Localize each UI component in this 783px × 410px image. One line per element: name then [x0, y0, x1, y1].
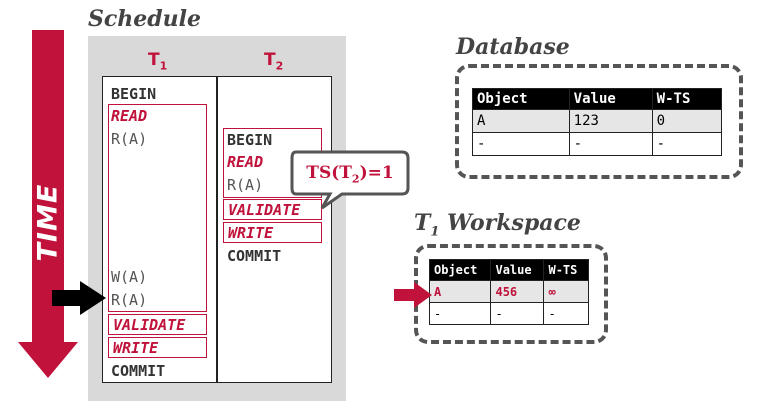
t2-validate-phase-label: VALIDATE	[228, 201, 301, 219]
t1-read-a: R(A)	[111, 130, 148, 148]
workspace-col-value: Value	[490, 259, 545, 281]
current-step-arrow-shaft	[52, 290, 82, 306]
database-cell-wts: -	[651, 132, 723, 156]
database-cell-value: 123	[568, 109, 653, 133]
database-cell-value: -	[568, 132, 653, 156]
t1-validate-phase-box	[108, 314, 207, 335]
t2-header: T2	[264, 50, 284, 73]
time-arrow-head	[18, 342, 78, 378]
database-header-row: Object Value W-TS	[472, 88, 723, 110]
t1-read-phase-label: READ	[111, 107, 148, 125]
t1-write-phase-label: WRITE	[113, 339, 159, 357]
current-step-arrow-head	[80, 281, 106, 315]
t2-read-phase-label: READ	[227, 153, 264, 171]
database-col-value: Value	[568, 88, 653, 110]
workspace-header-row: Object Value W-TS	[428, 259, 589, 281]
time-arrow: TIME	[18, 30, 78, 380]
workspace-col-object: Object	[428, 259, 492, 281]
workspace-pointer-arrow	[394, 282, 434, 308]
t1-write-a: W(A)	[111, 268, 148, 286]
workspace-cell-value: -	[490, 302, 545, 325]
workspace-cell-wts: ∞	[543, 280, 589, 303]
database-col-object: Object	[472, 88, 570, 110]
workspace-cell-object: A	[428, 280, 492, 303]
workspace-table: Object Value W-TS A 456 ∞ - - -	[428, 259, 589, 325]
database-title: Database	[456, 34, 570, 60]
time-label: TIME	[32, 183, 64, 262]
workspace-cell-wts: -	[543, 302, 589, 325]
current-step-arrow	[52, 281, 108, 315]
t2-begin: BEGIN	[227, 131, 273, 149]
workspace-pointer-arrow-head	[414, 282, 432, 308]
database-cell-wts: 0	[651, 109, 723, 133]
t1-read-a-current: R(A)	[111, 291, 148, 309]
database-table: Object Value W-TS A 123 0 - - -	[472, 88, 723, 156]
schedule-column-divider	[216, 76, 218, 383]
database-box	[455, 64, 743, 179]
t2-write-phase-box	[223, 222, 322, 243]
database-col-wts: W-TS	[651, 88, 723, 110]
table-row: - - -	[428, 302, 589, 325]
table-row: A 456 ∞	[428, 280, 589, 303]
ts-callout-text: TS(T2)=1	[306, 163, 394, 186]
t2-read-a: R(A)	[227, 176, 264, 194]
t1-header: T1	[148, 50, 168, 73]
workspace-cell-object: -	[428, 302, 492, 325]
table-row: - - -	[472, 132, 723, 156]
workspace-col-wts: W-TS	[543, 259, 589, 281]
t2-validate-phase-box	[223, 199, 322, 220]
database-cell-object: A	[472, 109, 570, 133]
ts-callout-bubble	[290, 150, 410, 210]
schedule-title: Schedule	[88, 6, 202, 32]
t2-write-phase-label: WRITE	[228, 224, 274, 242]
workspace-pointer-arrow-shaft	[394, 289, 416, 301]
workspace-title: T1 Workspace	[414, 210, 581, 240]
workspace-cell-value: 456	[490, 280, 545, 303]
t1-validate-phase-label: VALIDATE	[113, 316, 186, 334]
t1-commit: COMMIT	[111, 362, 166, 380]
t1-begin: BEGIN	[111, 85, 157, 103]
t2-commit: COMMIT	[227, 247, 282, 265]
database-cell-object: -	[472, 132, 570, 156]
t1-read-phase-box	[108, 104, 207, 312]
t1-write-phase-box	[108, 337, 207, 358]
table-row: A 123 0	[472, 109, 723, 133]
